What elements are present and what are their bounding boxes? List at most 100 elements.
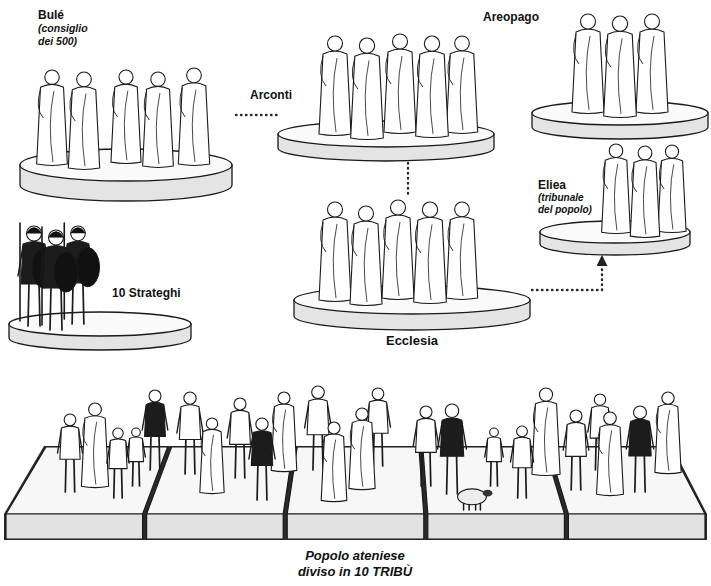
figure-stroke <box>634 454 637 492</box>
helmet <box>26 227 42 233</box>
citizen-figure <box>111 70 141 164</box>
robe-fold <box>124 91 128 161</box>
platform-label: Arconti <box>250 88 292 102</box>
sheep-figure <box>458 489 493 510</box>
head <box>372 388 384 400</box>
citizen-figure <box>446 202 477 300</box>
citizen-figure <box>563 410 589 490</box>
shield <box>54 252 78 292</box>
head <box>393 34 408 49</box>
platform-drawing <box>532 10 708 140</box>
tunic <box>440 418 463 456</box>
soldier-figure <box>40 227 78 330</box>
figure-stroke <box>490 460 492 486</box>
robe-arm <box>272 408 276 432</box>
tribe-slab-front <box>287 514 424 539</box>
robe-arm <box>352 226 357 256</box>
citizen-figure <box>200 418 224 494</box>
robe <box>350 221 382 306</box>
platform-sublabel: (consiglio dei 500) <box>38 22 100 47</box>
dotted-connector <box>532 256 602 290</box>
tunic <box>109 439 127 469</box>
robe <box>200 429 224 493</box>
figure-stroke <box>525 466 527 498</box>
robe-fold <box>396 222 400 296</box>
head <box>64 414 76 426</box>
robe-fold <box>586 36 590 110</box>
citizen-figure <box>572 14 604 114</box>
robe-fold <box>460 58 464 131</box>
head <box>113 428 124 439</box>
citizen-figure <box>414 202 447 303</box>
robe-arm <box>352 58 358 89</box>
head <box>328 422 340 434</box>
citizen-figure <box>178 68 209 166</box>
robe-arm <box>350 424 354 449</box>
tunic <box>629 419 651 456</box>
head <box>539 388 552 401</box>
shield <box>76 248 100 287</box>
figure-stroke <box>19 223 21 321</box>
robe <box>630 160 659 238</box>
robe <box>81 416 108 488</box>
robe-fold <box>609 430 612 492</box>
platform-label: 10 Strateghi <box>112 286 181 300</box>
head <box>151 72 165 86</box>
robe <box>636 29 668 114</box>
citizen-figure <box>658 145 686 233</box>
robe-arm <box>605 36 611 67</box>
dotted-connector <box>236 114 278 116</box>
label-holder: 10 Strateghi <box>112 286 181 300</box>
robe-fold <box>333 224 337 298</box>
figure-stroke <box>193 438 196 474</box>
robe <box>319 217 351 302</box>
robe-arm <box>638 34 643 64</box>
figure-stroke <box>82 281 85 324</box>
robe-fold <box>283 410 286 469</box>
robe-arm <box>448 222 453 251</box>
head <box>184 392 196 404</box>
citizen-figure <box>142 390 168 470</box>
label-holder: Arconti <box>250 88 292 102</box>
citizen-figure <box>636 14 668 114</box>
platform-label: Bulé <box>38 8 100 22</box>
robe <box>414 217 447 303</box>
citizen-figure <box>143 72 174 168</box>
citizen-figure <box>626 406 654 492</box>
head <box>645 14 660 29</box>
robe-fold <box>82 94 86 167</box>
figure-stroke <box>113 467 115 498</box>
head <box>424 36 439 51</box>
figure-stroke <box>61 286 62 330</box>
platform-top <box>9 312 191 336</box>
citizen-figure <box>81 403 108 488</box>
head <box>665 145 678 158</box>
robe-fold <box>365 60 369 135</box>
robe-fold <box>650 36 654 110</box>
robe-arm <box>659 163 664 189</box>
citizen-figure <box>350 206 382 306</box>
head <box>77 72 92 87</box>
citizen-figure <box>597 412 624 496</box>
platform-node: Popolo ateniese diviso in 10 TRIBÙ <box>0 366 711 546</box>
head <box>612 16 627 31</box>
figure-stroke <box>234 443 237 478</box>
robe <box>604 31 637 117</box>
robe <box>597 425 624 496</box>
robe-fold <box>333 58 337 132</box>
head <box>359 206 374 221</box>
figure-stroke <box>121 467 123 498</box>
robe-fold <box>430 58 434 133</box>
label-holder: Popolo ateniese diviso in 10 TRIBÙ <box>287 548 423 579</box>
tunic <box>230 410 251 444</box>
robe-arm <box>656 408 660 433</box>
robe-fold <box>333 440 336 499</box>
robe-fold <box>618 38 622 113</box>
head <box>638 146 652 160</box>
robe-fold <box>364 228 368 302</box>
robe <box>68 87 99 170</box>
label-holder: Areopago <box>483 10 539 24</box>
platform-label: Popolo ateniese diviso in 10 TRIBÙ <box>287 548 423 579</box>
citizen-figure <box>249 418 275 500</box>
robe <box>178 83 209 166</box>
